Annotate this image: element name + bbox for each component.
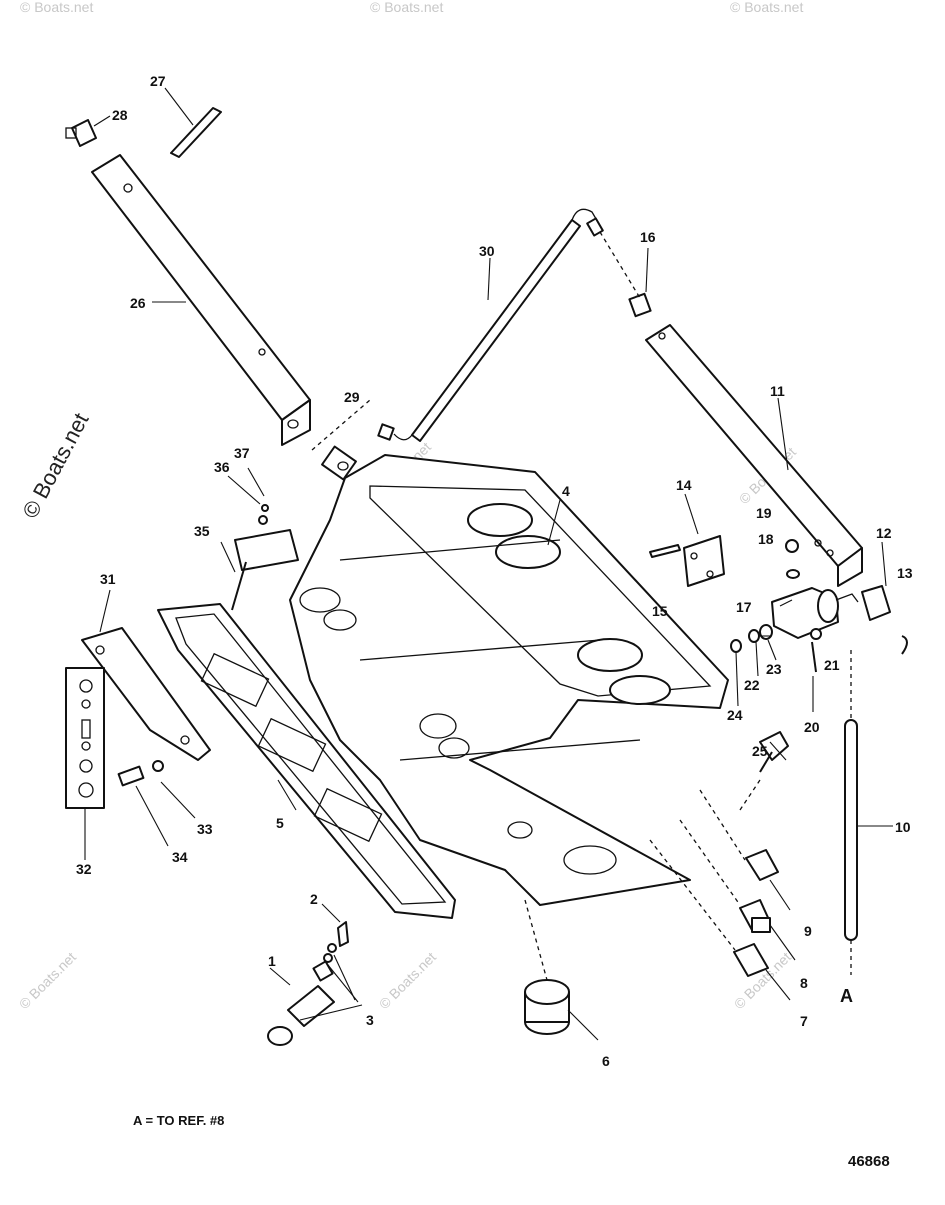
block-screw — [649, 544, 681, 558]
right-fuel-rail — [645, 324, 863, 587]
fuel-pressure-sensor — [599, 231, 652, 318]
assembly-path — [739, 779, 761, 811]
callout-14: 14 — [676, 477, 692, 493]
intake-gasket — [157, 603, 456, 919]
watermark: © Boats.net — [730, 0, 803, 15]
gasket-bracket — [231, 504, 299, 611]
fitting-7 — [733, 943, 769, 977]
watermark: © Boats.net — [16, 949, 79, 1012]
assembly-path — [524, 899, 548, 981]
callout-15: 15 — [652, 603, 668, 619]
assembly-path — [311, 399, 371, 451]
drain-plug — [524, 899, 570, 1035]
callout-1: 1 — [268, 953, 276, 969]
callout-18: 18 — [758, 531, 774, 547]
callout-29: 29 — [344, 389, 360, 405]
assembly-path — [699, 789, 746, 861]
fitting-8 — [739, 899, 771, 933]
assembly-path — [599, 231, 641, 299]
callout-5: 5 — [276, 815, 284, 831]
callout-34: 34 — [172, 849, 188, 865]
callout-17: 17 — [736, 599, 752, 615]
callout-37: 37 — [234, 445, 250, 461]
assembly-path — [679, 819, 741, 906]
callout-7: 7 — [800, 1013, 808, 1029]
callout-11: 11 — [770, 383, 785, 399]
fuel-line — [377, 208, 604, 442]
callout-8: 8 — [800, 975, 808, 991]
callouts: 1 2 3 4 5 6 7 8 9 10 11 12 13 14 15 16 1… — [76, 73, 913, 1069]
nut — [152, 760, 164, 772]
o-ring — [786, 569, 800, 579]
fitting-9 — [745, 849, 779, 881]
callout-10: 10 — [895, 819, 911, 835]
reference-note: A = TO REF. #8 — [133, 1113, 224, 1128]
mounting-bracket — [81, 627, 211, 761]
drawing-number: 46868 — [848, 1153, 890, 1170]
callout-20: 20 — [804, 719, 820, 735]
assembly-path — [649, 839, 736, 951]
hardware-kit — [65, 667, 105, 809]
injector-seals — [323, 943, 337, 963]
callout-26: 26 — [130, 295, 146, 311]
callout-28: 28 — [112, 107, 128, 123]
intake-plenum — [289, 454, 729, 906]
callout-25: 25 — [752, 743, 768, 759]
callout-13: 13 — [897, 565, 913, 581]
callout-A: A — [840, 986, 853, 1006]
callout-36: 36 — [214, 459, 230, 475]
fuel-injector — [267, 960, 335, 1046]
callout-21: 21 — [824, 657, 840, 673]
callout-2: 2 — [310, 891, 318, 907]
vent-tube — [844, 650, 858, 975]
callout-27: 27 — [150, 73, 166, 89]
callout-30: 30 — [479, 243, 495, 259]
callout-23: 23 — [766, 661, 782, 677]
o-ring — [785, 539, 799, 553]
callout-32: 32 — [76, 861, 92, 877]
callout-9: 9 — [804, 923, 812, 939]
callout-33: 33 — [197, 821, 213, 837]
rail-pin — [170, 107, 222, 158]
callout-24: 24 — [727, 707, 743, 723]
callout-4: 4 — [562, 483, 570, 499]
callout-12: 12 — [876, 525, 892, 541]
copyright-notice: © Boats.net — [17, 409, 93, 523]
fuel-fitting — [65, 119, 97, 147]
callout-6: 6 — [602, 1053, 610, 1069]
callout-35: 35 — [194, 523, 210, 539]
callout-19: 19 — [756, 505, 772, 521]
fuel-line-fitting — [321, 445, 357, 481]
partial-fitting — [901, 635, 908, 655]
left-fuel-rail — [91, 154, 311, 446]
callout-3: 3 — [366, 1012, 374, 1028]
callout-31: 31 — [100, 571, 116, 587]
leader-lines — [93, 87, 893, 1041]
callout-22: 22 — [744, 677, 760, 693]
watermark: © Boats.net — [376, 949, 439, 1012]
watermark: © Boats.net — [20, 0, 93, 15]
stud — [117, 765, 145, 787]
callout-16: 16 — [640, 229, 656, 245]
mounting-block — [683, 535, 725, 587]
retaining-screw — [337, 921, 349, 947]
inlet-fitting — [861, 585, 891, 621]
fuel-pressure-regulator — [771, 587, 859, 639]
watermark: © Boats.net — [370, 0, 443, 15]
